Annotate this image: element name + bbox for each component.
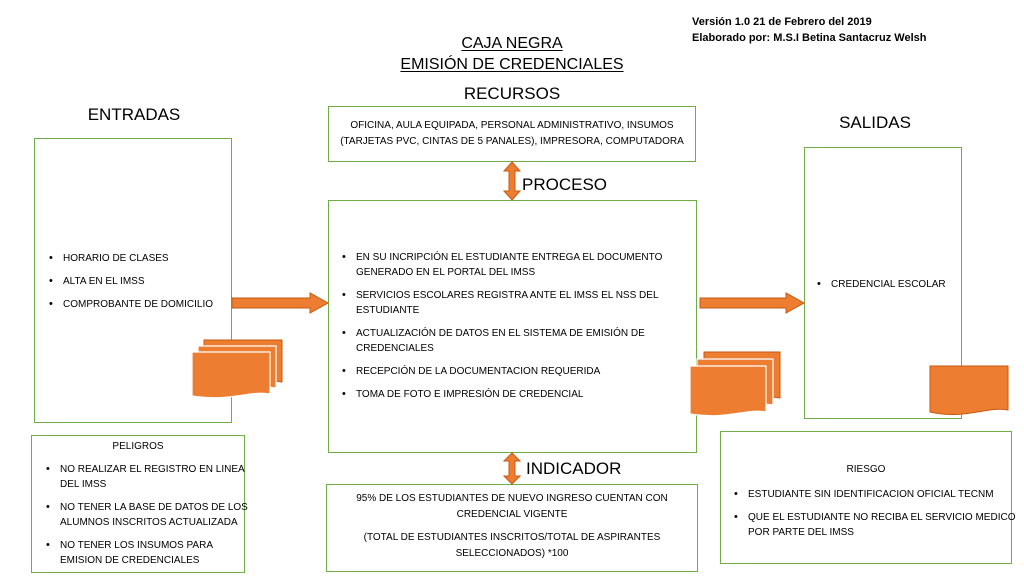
recursos-box: OFICINA, AULA EQUIPADA, PERSONAL ADMINIS… (328, 106, 696, 162)
title-line-1: CAJA NEGRA (461, 35, 563, 52)
riesgo-title: RIESGO (846, 464, 886, 475)
title-line-2: EMISIÓN DE CREDENCIALES (400, 56, 624, 73)
proceso-item: TOMA DE FOTO E IMPRESIÓN DE CREDENCIAL (342, 387, 686, 402)
salidas-document-icon (929, 365, 1009, 415)
page-title: CAJA NEGRA EMISIÓN DE CREDENCIALES (362, 33, 662, 75)
proceso-indicador-double-arrow-icon (502, 452, 522, 485)
entradas-list: HORARIO DE CLASES ALTA EN EL IMSS COMPRO… (43, 251, 243, 320)
proceso-item: RECEPCIÓN DE LA DOCUMENTACION REQUERIDA (342, 364, 686, 379)
proceso-item: EN SU INCRIPCIÓN EL ESTUDIANTE ENTREGA E… (342, 250, 686, 280)
entradas-label: ENTRADAS (87, 105, 181, 124)
salidas-label: SALIDAS (839, 113, 911, 132)
proceso-to-salidas-arrow-icon (699, 292, 806, 314)
riesgo-box: RIESGO ESTUDIANTE SIN IDENTIFICACION OFI… (720, 431, 1015, 564)
proceso-documents-icon (689, 351, 781, 417)
indicador-formula: (TOTAL DE ESTUDIANTES INSCRITOS/TOTAL DE… (363, 532, 661, 559)
riesgo-item: QUE EL ESTUDIANTE NO RECIBA EL SERVICIO … (734, 510, 1018, 540)
riesgo-item: ESTUDIANTE SIN IDENTIFICACION OFICIAL TE… (734, 487, 1018, 502)
entradas-item: COMPROBANTE DE DOMICILIO (49, 297, 243, 312)
entradas-to-proceso-arrow-icon (231, 292, 330, 314)
recursos-proceso-double-arrow-icon (502, 161, 522, 201)
entradas-item: HORARIO DE CLASES (49, 251, 243, 266)
recursos-label: RECURSOS (463, 84, 561, 103)
indicador-label: INDICADOR (526, 459, 622, 478)
salidas-list: CREDENCIAL ESCOLAR (811, 277, 977, 300)
entradas-documents-icon (191, 339, 283, 399)
author-text: Elaborado por: M.S.I Betina Santacruz We… (692, 32, 927, 44)
proceso-box: EN SU INCRIPCIÓN EL ESTUDIANTE ENTREGA E… (328, 200, 697, 453)
peligros-item: NO TENER LOS INSUMOS PARA EMISION DE CRE… (46, 538, 250, 568)
proceso-item: SERVICIOS ESCOLARES REGISTRA ANTE EL IMS… (342, 288, 686, 318)
peligros-box: PELIGROS NO REALIZAR EL REGISTRO EN LINE… (31, 435, 248, 573)
version-text: Versión 1.0 21 de Febrero del 2019 (692, 16, 872, 28)
proceso-item: ACTUALIZACIÓN DE DATOS EN EL SISTEMA DE … (342, 326, 686, 356)
entradas-box: HORARIO DE CLASES ALTA EN EL IMSS COMPRO… (34, 138, 232, 423)
proceso-list: EN SU INCRIPCIÓN EL ESTUDIANTE ENTREGA E… (336, 250, 686, 410)
peligros-item: NO TENER LA BASE DE DATOS DE LOS ALUMNOS… (46, 500, 250, 530)
indicador-box: 95% DE LOS ESTUDIANTES DE NUEVO INGRESO … (326, 484, 698, 572)
peligros-title: PELIGROS (112, 441, 164, 452)
entradas-item: ALTA EN EL IMSS (49, 274, 243, 289)
riesgo-list: ESTUDIANTE SIN IDENTIFICACION OFICIAL TE… (728, 487, 1018, 548)
indicador-value: 95% DE LOS ESTUDIANTES DE NUEVO INGRESO … (356, 493, 668, 520)
peligros-list: NO REALIZAR EL REGISTRO EN LINEA DEL IMS… (40, 462, 250, 576)
peligros-item: NO REALIZAR EL REGISTRO EN LINEA DEL IMS… (46, 462, 250, 492)
recursos-text: OFICINA, AULA EQUIPADA, PERSONAL ADMINIS… (340, 120, 684, 147)
salidas-item: CREDENCIAL ESCOLAR (817, 277, 977, 292)
proceso-label: PROCESO (522, 175, 608, 194)
